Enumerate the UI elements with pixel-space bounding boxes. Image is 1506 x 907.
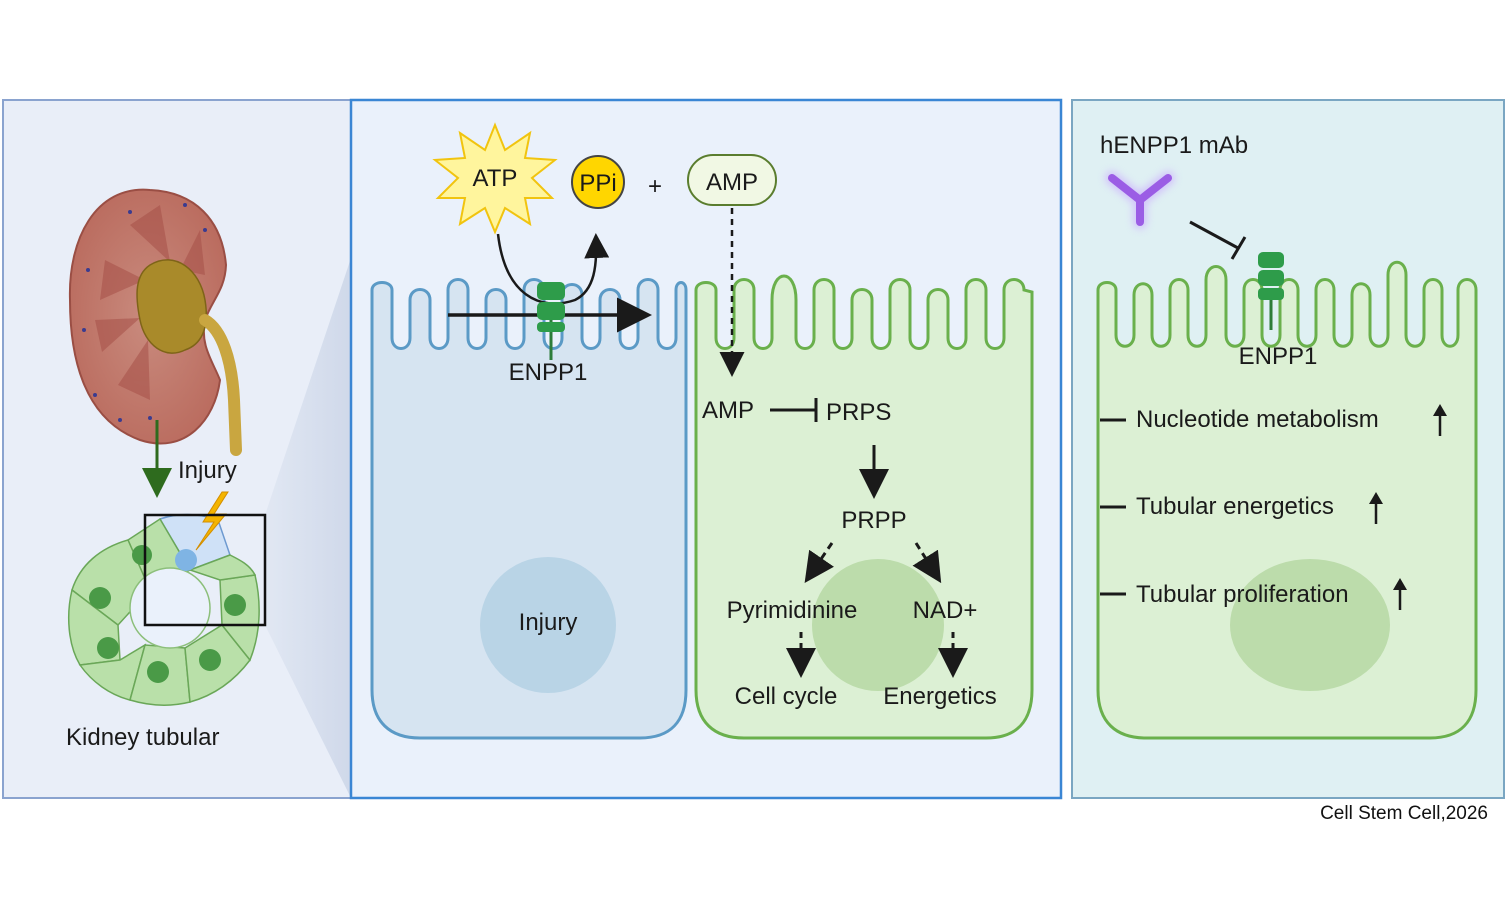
zoom-wedge — [265, 258, 351, 798]
reaction-curve — [496, 233, 610, 305]
antibody-label: hENPP1 mAb — [1100, 132, 1248, 159]
up-arrow-icon — [1433, 404, 1447, 436]
amp-label: AMP — [702, 397, 754, 424]
enpp1-label: ENPP1 — [509, 359, 588, 386]
prpp-to-nad-arrow — [912, 542, 942, 584]
ppi-label: PPi — [579, 170, 616, 197]
up-arrow-icon — [1393, 578, 1407, 610]
prpp-label: PRPP — [841, 507, 906, 534]
up-arrow-icon — [1369, 492, 1383, 524]
atp-burst — [432, 122, 558, 235]
pyrimidinine-label: Pyrimidinine — [727, 597, 858, 624]
injured-nucleus — [480, 557, 616, 693]
atp-label: ATP — [473, 165, 518, 192]
plus-sign: + — [648, 173, 662, 200]
left-panel: Injury Kidne — [2, 99, 352, 799]
antibody-inhibition-line — [1189, 220, 1239, 250]
healthy-cell — [694, 274, 1034, 740]
lightning-icon — [195, 491, 229, 551]
middle-panel: Injury ATP PPi + AMP ENPP1 AMP PRPS — [349, 98, 1063, 800]
enpp1-enzyme-right — [1258, 252, 1284, 330]
zoom-box — [143, 513, 267, 627]
right-panel: hENPP1 mAb ENPP1 — [1071, 99, 1505, 799]
kidney-tubular-label: Kidney tubular — [66, 724, 219, 751]
healthy-nucleus — [812, 559, 944, 691]
amp-top-label: AMP — [706, 169, 758, 196]
effects-list: Nucleotide metabolism Tubular energetics… — [1100, 404, 1447, 610]
prps-label: PRPS — [826, 399, 891, 426]
enpp1-right-label: ENPP1 — [1239, 343, 1318, 370]
injury-label: Injury — [178, 457, 237, 484]
energetics-label: Energetics — [883, 683, 996, 710]
ppi-circle — [571, 155, 625, 209]
effect-item-energetics: Tubular energetics — [1136, 493, 1334, 520]
citation: Cell Stem Cell,2026 — [1320, 803, 1488, 824]
kidney-illustration — [68, 188, 242, 456]
treated-nucleus — [1230, 559, 1390, 691]
enpp1-enzyme — [537, 282, 565, 360]
antibody-icon — [1105, 171, 1175, 229]
amp-pill — [687, 154, 777, 206]
effect-item-nucleotide: Nucleotide metabolism — [1136, 406, 1379, 433]
injured-nucleus-label: Injury — [519, 609, 578, 636]
effect-item-proliferation: Tubular proliferation — [1136, 581, 1349, 608]
cell-cycle-label: Cell cycle — [735, 683, 838, 710]
nad-label: NAD+ — [913, 597, 978, 624]
